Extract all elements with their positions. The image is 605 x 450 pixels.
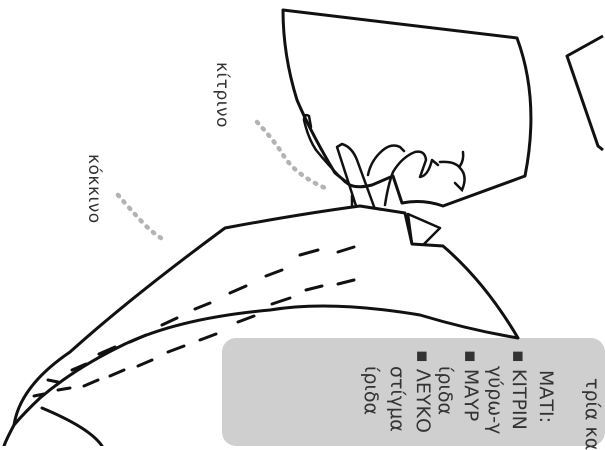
tail-tip [4,425,14,446]
heading-fragment: τρία κα [582,378,601,450]
info-line-2: ▪ ΚΙΤΡΙΝ [509,350,528,430]
info-line-3: γύρω-γ [485,366,504,434]
info-line-5: ίριδα [435,366,454,415]
info-line-6: ▪ ΛΕΥΚΟ [413,350,432,433]
info-line-8: ίριδα [361,366,380,415]
pointer-red [118,195,166,241]
info-line-1: ΜΑΤΙ: [536,370,555,423]
label-yellow: κίτρινο [213,62,230,128]
body-corner [567,36,603,150]
tail-curve [42,408,102,446]
info-line-7: στίγμα [387,366,406,432]
label-red: κόκκινο [85,154,102,224]
upper-fin [283,10,531,206]
info-line-4: ▪ ΜΑΥΡ [461,350,480,421]
